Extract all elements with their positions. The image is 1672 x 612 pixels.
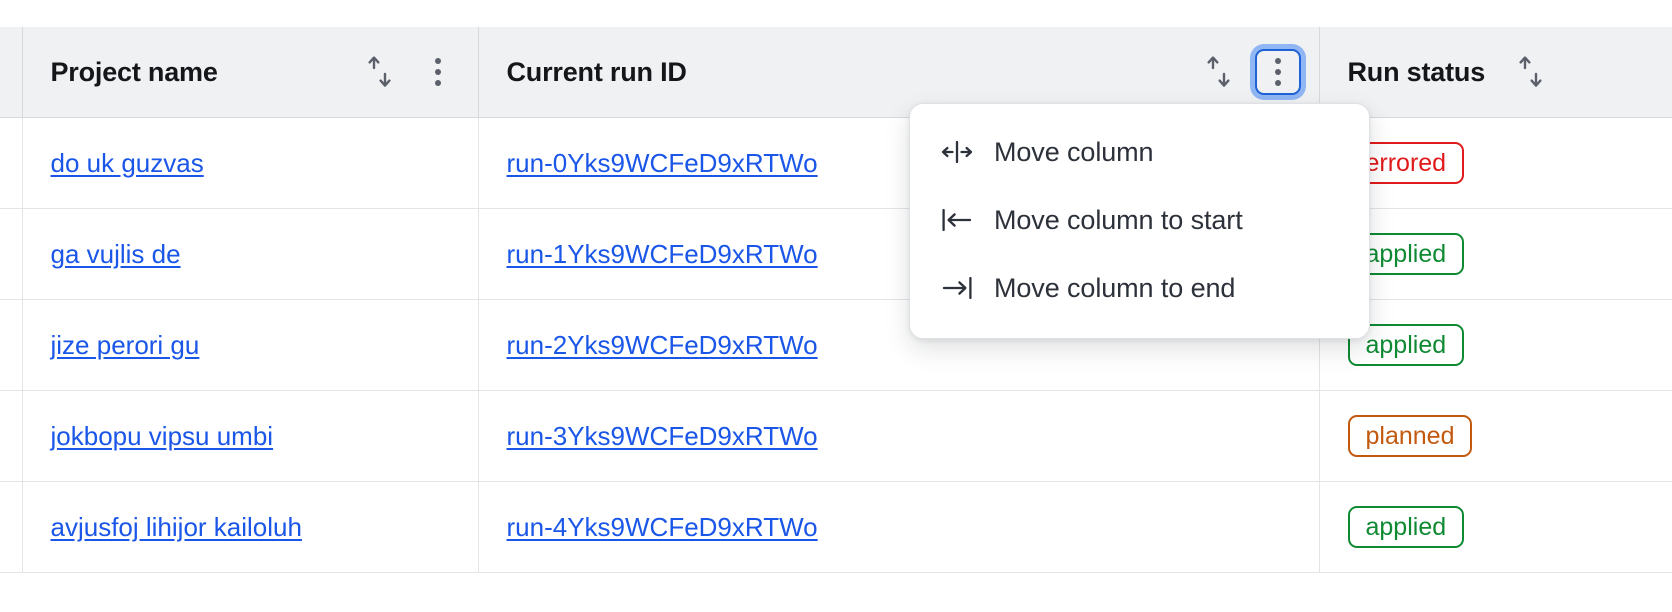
header-content-run-status: Run status (1320, 27, 1672, 117)
cell-project-name: jize perori gu (22, 299, 479, 391)
menu-item-label: Move column (994, 136, 1154, 167)
cell-current-run-id: run-4Yks9WCFeD9xRTWo (478, 481, 1320, 573)
sort-icon (1204, 55, 1234, 89)
header-cell-run-status: Run status (1319, 27, 1672, 118)
sort-button-project-name[interactable] (358, 50, 402, 94)
cell-project-name: avjusfoj lihijor kailoluh (22, 481, 479, 573)
column-menu-button-current-run-id[interactable] (1254, 49, 1301, 95)
header-label-project-name: Project name (50, 56, 218, 87)
move-column-to-end-icon (940, 274, 980, 302)
cell-run-status: errored (1319, 117, 1672, 209)
projects-table: Project name (0, 27, 1672, 573)
cell-run-status: applied (1319, 299, 1672, 391)
cell-project-name: do uk guzvas (22, 117, 479, 209)
table-row: ga vujlis de run-1Yks9WCFeD9xRTWo applie… (0, 208, 1672, 300)
table-row: do uk guzvas run-0Yks9WCFeD9xRTWo errore… (0, 117, 1672, 209)
status-badge: applied (1347, 324, 1465, 366)
cell-content: jize perori gu (23, 300, 478, 390)
sort-icon (1516, 55, 1546, 89)
cell-content: applied (1320, 482, 1672, 572)
table-header-row: Project name (0, 27, 1672, 118)
sort-button-run-status[interactable] (1509, 50, 1553, 94)
cell-content: run-3Yks9WCFeD9xRTWo (479, 391, 1319, 481)
cell-content: run-2Yks9WCFeD9xRTWo (479, 300, 1319, 390)
cell-project-name: ga vujlis de (22, 208, 479, 300)
run-id-link[interactable]: run-4Yks9WCFeD9xRTWo (506, 511, 818, 542)
cell-content: applied (1320, 209, 1672, 299)
cell-run-status: applied (1319, 481, 1672, 573)
project-name-link[interactable]: do uk guzvas (50, 147, 204, 178)
status-badge: applied (1347, 506, 1465, 548)
table-body: do uk guzvas run-0Yks9WCFeD9xRTWo errore… (0, 117, 1672, 573)
cell-run-status: applied (1319, 208, 1672, 300)
column-options-menu: Move column Move column to start Mov (909, 103, 1370, 339)
cell-current-run-id: run-3Yks9WCFeD9xRTWo (478, 390, 1320, 482)
row-gutter-cell (0, 390, 23, 482)
move-column-to-start-icon (940, 206, 980, 234)
header-label-run-status: Run status (1347, 56, 1486, 87)
cell-run-status: planned (1319, 390, 1672, 482)
cell-content: run-1Yks9WCFeD9xRTWo (479, 209, 1319, 299)
project-name-link[interactable]: jokbopu vipsu umbi (50, 420, 274, 451)
header-cell-project-name: Project name (22, 27, 479, 118)
overflow-menu-vertical-icon (1274, 58, 1281, 86)
cell-content: avjusfoj lihijor kailoluh (23, 482, 478, 572)
cell-content: planned (1320, 391, 1672, 481)
row-gutter-cell (0, 208, 23, 300)
overflow-menu-vertical-icon (434, 58, 441, 86)
menu-item-label: Move column to start (994, 204, 1243, 235)
project-name-link[interactable]: ga vujlis de (50, 238, 181, 269)
header-cell-current-run-id: Current run ID (478, 27, 1320, 118)
cell-content: do uk guzvas (23, 118, 478, 208)
run-id-link[interactable]: run-3Yks9WCFeD9xRTWo (506, 420, 818, 451)
header-content-current-run-id: Current run ID (479, 27, 1319, 117)
row-gutter-cell (0, 481, 23, 573)
cell-content: ga vujlis de (23, 209, 478, 299)
cell-content: run-4Yks9WCFeD9xRTWo (479, 482, 1319, 572)
table-row: jokbopu vipsu umbi run-3Yks9WCFeD9xRTWo … (0, 390, 1672, 482)
header-content-project-name: Project name (23, 27, 478, 117)
sort-icon (365, 55, 395, 89)
menu-item-move-column-to-start[interactable]: Move column to start (910, 186, 1369, 254)
status-badge: planned (1347, 415, 1473, 457)
table-header: Project name (0, 27, 1672, 118)
sort-button-current-run-id[interactable] (1197, 50, 1241, 94)
header-label-current-run-id: Current run ID (506, 56, 687, 87)
run-id-link[interactable]: run-2Yks9WCFeD9xRTWo (506, 329, 818, 360)
header-cell-gutter (0, 27, 23, 118)
menu-item-move-column-to-end[interactable]: Move column to end (910, 254, 1369, 322)
row-gutter-cell (0, 299, 23, 391)
row-gutter-cell (0, 117, 23, 209)
move-column-horizontal-icon (940, 138, 980, 166)
menu-item-move-column[interactable]: Move column (910, 118, 1369, 186)
menu-item-label: Move column to end (994, 272, 1236, 303)
column-menu-button-project-name[interactable] (416, 50, 460, 94)
table-row: avjusfoj lihijor kailoluh run-4Yks9WCFeD… (0, 481, 1672, 573)
cell-content: applied (1320, 300, 1672, 390)
cell-project-name: jokbopu vipsu umbi (22, 390, 479, 482)
project-name-link[interactable]: jize perori gu (50, 329, 200, 360)
cell-current-run-id: run-2Yks9WCFeD9xRTWo (478, 299, 1320, 391)
project-name-link[interactable]: avjusfoj lihijor kailoluh (50, 511, 302, 542)
cell-content: run-0Yks9WCFeD9xRTWo (479, 118, 1319, 208)
cell-content: jokbopu vipsu umbi (23, 391, 478, 481)
run-id-link[interactable]: run-0Yks9WCFeD9xRTWo (506, 147, 818, 178)
run-id-link[interactable]: run-1Yks9WCFeD9xRTWo (506, 238, 818, 269)
table-row: jize perori gu run-2Yks9WCFeD9xRTWo appl… (0, 299, 1672, 391)
cell-content: errored (1320, 118, 1672, 208)
